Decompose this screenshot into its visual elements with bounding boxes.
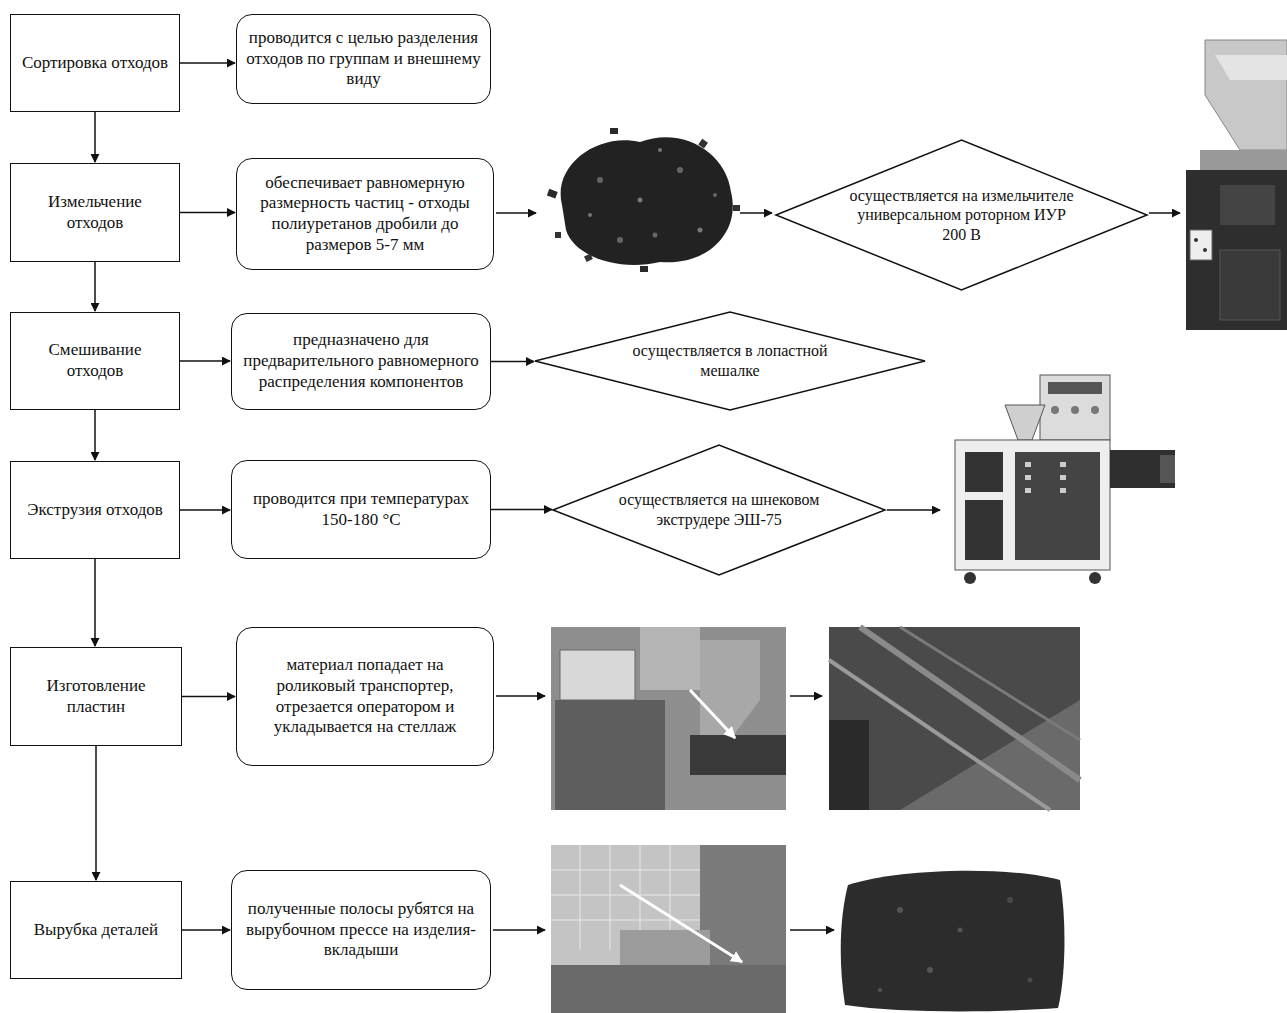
process-text: Экструзия отходов: [27, 500, 163, 521]
process-box: Сортировка отходов: [10, 14, 180, 112]
flow-arrow: [182, 929, 230, 931]
description-box: материал попадает на роликовый транспорт…: [236, 627, 494, 766]
description-box: обеспечивает равномерную размерность час…: [236, 158, 494, 270]
flow-arrow: [94, 410, 96, 460]
press-photo: [551, 845, 786, 1013]
process-box: Вырубка деталей: [10, 881, 182, 979]
plates-photo: [829, 627, 1080, 810]
insert-photo: [841, 871, 1065, 1012]
equipment-diamond: осуществляется в лопастной мешалке: [535, 312, 925, 410]
flow-arrow: [491, 509, 552, 511]
diamond-outline: [535, 312, 925, 410]
description-box: полученные полосы рубятся на вырубочном …: [231, 870, 491, 990]
description-text: материал попадает на роликовый транспорт…: [245, 655, 485, 738]
description-text: предназначено для предварительного равно…: [240, 330, 482, 392]
process-text: Сортировка отходов: [22, 53, 168, 74]
description-text: обеспечивает равномерную размерность час…: [245, 173, 485, 256]
description-text: проводится с целью разделения отходов по…: [245, 28, 482, 90]
flow-arrow: [180, 360, 230, 362]
crusher-picture: [1186, 40, 1287, 330]
equipment-text: осуществляется в лопастной мешалке: [609, 341, 851, 380]
process-text: Смешивание отходов: [19, 340, 171, 381]
conveyor-photo: [551, 627, 786, 810]
process-box: Смешивание отходов: [10, 312, 180, 410]
diamond-outline: [553, 445, 885, 575]
flow-arrow: [182, 696, 235, 698]
flow-arrow: [94, 262, 96, 311]
process-box: Изготовление пластин: [10, 647, 182, 746]
description-box: проводится с целью разделения отходов по…: [236, 14, 491, 104]
flow-arrow: [180, 212, 235, 214]
process-box: Измельчение отходов: [10, 163, 180, 262]
process-box: Экструзия отходов: [10, 461, 180, 559]
process-text: Вырубка деталей: [34, 920, 158, 941]
flow-arrow: [180, 62, 235, 64]
diamond-outline: [553, 445, 885, 575]
flow-arrow: [491, 361, 534, 363]
diamond-outline: [535, 312, 925, 410]
equipment-text: осуществляется на шнековом экструдере ЭШ…: [616, 490, 822, 529]
flow-arrow: [94, 112, 96, 162]
granules-picture: [547, 128, 740, 272]
process-text: Измельчение отходов: [19, 192, 171, 233]
flow-arrow: [180, 509, 230, 511]
flow-arrow: [94, 559, 96, 646]
equipment-diamond: осуществляется на измельчителе универсал…: [776, 140, 1147, 290]
equipment-text: осуществляется на измельчителе универсал…: [846, 186, 1076, 245]
diamond-outline: [776, 140, 1147, 290]
equipment-diamond: осуществляется на шнековом экструдере ЭШ…: [553, 445, 885, 575]
extruder-picture: [955, 375, 1175, 584]
description-box: проводится при температурах 150-180 °С: [231, 460, 491, 559]
description-text: полученные полосы рубятся на вырубочном …: [240, 899, 482, 961]
description-box: предназначено для предварительного равно…: [231, 313, 491, 410]
flow-arrow: [95, 746, 97, 880]
picture-arrows: [493, 213, 1180, 930]
description-text: проводится при температурах 150-180 °С: [240, 489, 482, 530]
process-text: Изготовление пластин: [19, 676, 173, 717]
